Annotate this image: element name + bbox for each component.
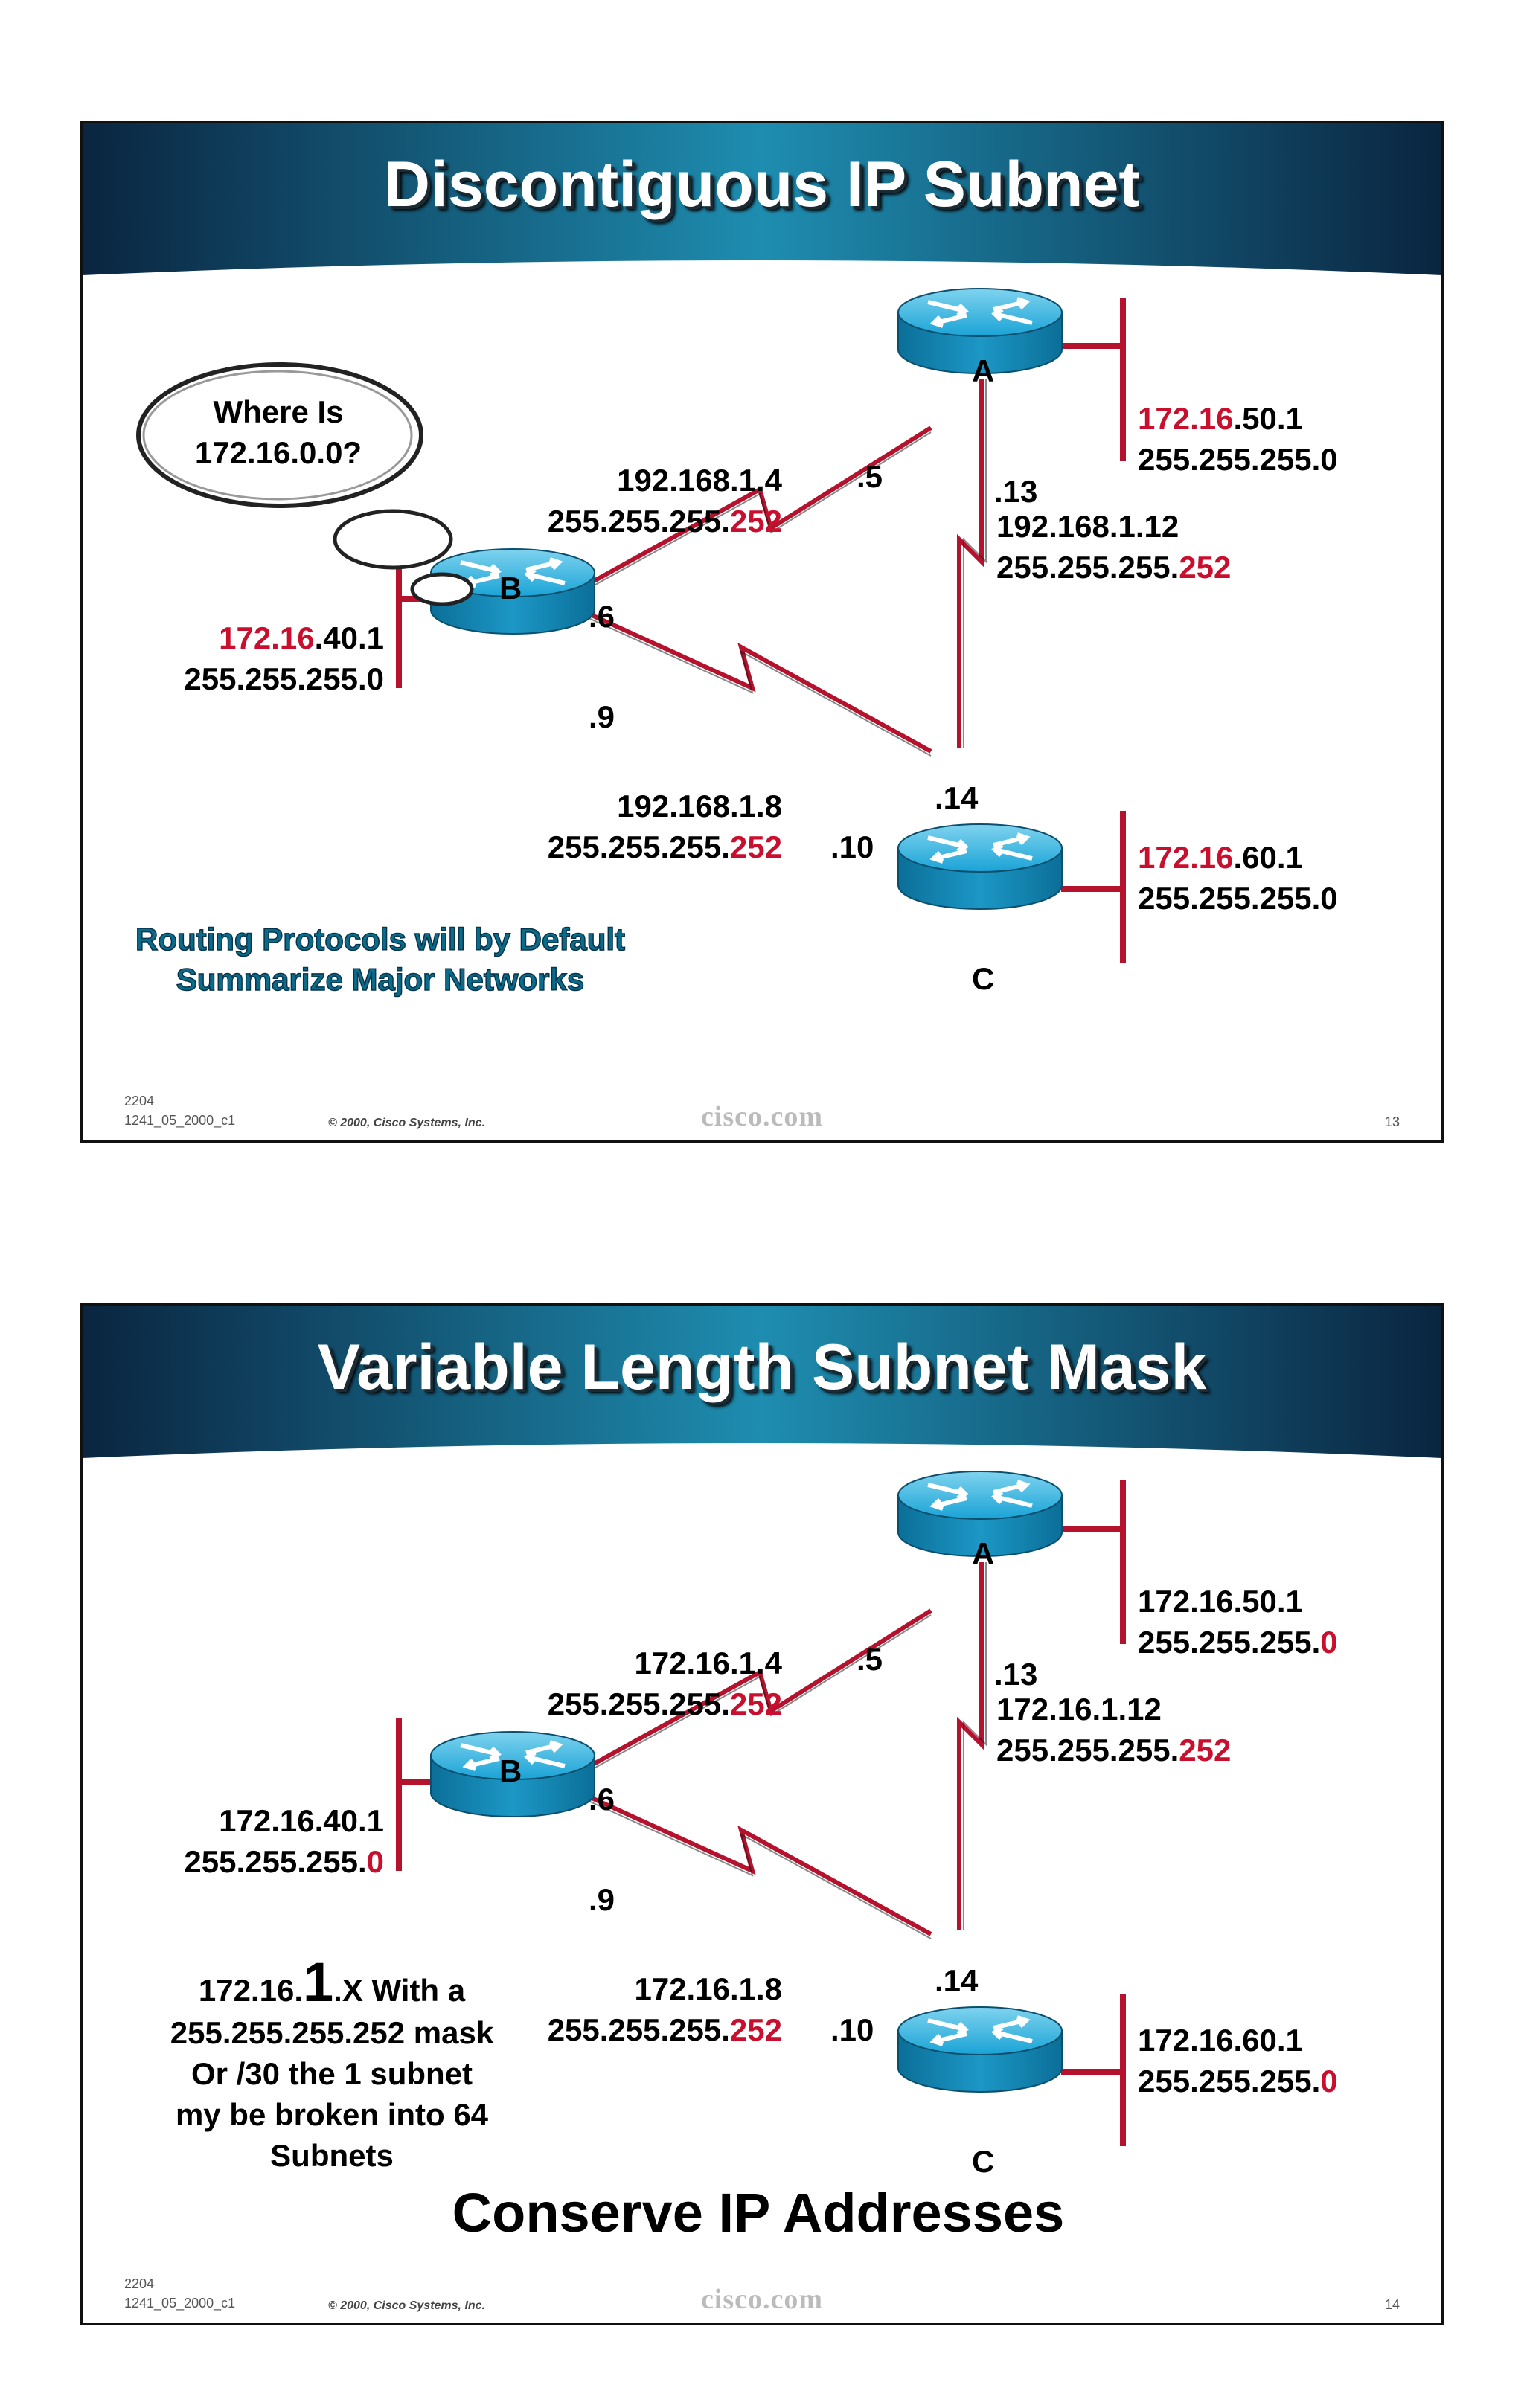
lan-b-mask: 255.255.255.0 xyxy=(184,1844,384,1879)
serial-link-icon-bc xyxy=(587,611,932,754)
link-bc-c-end: .10 xyxy=(830,829,874,864)
link-ab-b-end: .6 xyxy=(589,599,615,634)
router-icon-c xyxy=(898,2007,1062,2092)
lan-b-mask: 255.255.255.0 xyxy=(184,661,384,696)
footer-copyright: © 2000, Cisco Systems, Inc. xyxy=(328,1117,486,1129)
footer-code-1: 2204 xyxy=(124,2276,155,2291)
lan-b-ip: 172.16.40.1 xyxy=(219,1803,384,1838)
title-banner xyxy=(83,1306,1441,1458)
router-label-b: B xyxy=(499,571,522,606)
lan-segment-icon-b xyxy=(396,1718,432,1871)
footer-code-2: 1241_05_2000_c1 xyxy=(124,2296,236,2311)
router-label-c: C xyxy=(972,961,994,996)
footer-code: 2204 1241_05_2000_c1 xyxy=(124,1091,235,1130)
router-label-b: B xyxy=(499,1753,522,1788)
link-ab-mask: 255.255.255.252 xyxy=(548,1686,782,1721)
link-ac-c-end: .14 xyxy=(935,780,979,815)
vlsm-note-line-1: 172.16.1.X With a xyxy=(199,1951,466,2013)
serial-link-icon-ac xyxy=(957,1562,984,1930)
link-ac-ip: 172.16.1.12 xyxy=(996,1692,1162,1727)
link-bc-b-end: .9 xyxy=(589,1882,615,1917)
vlsm-note-line-3: Or /30 the 1 subnet xyxy=(191,2056,473,2091)
thought-bubble: Where Is 172.16.0.0? xyxy=(136,362,474,606)
lan-c-ip: 172.16.60.1 xyxy=(1138,840,1303,875)
network-diagram: A B C 172.16.50.1 255.255.255.0 172.16.4… xyxy=(170,1306,1338,2244)
serial-link-icon-ab xyxy=(587,426,932,586)
serial-link-icon-ab xyxy=(587,1608,932,1769)
link-ac-c-end: .14 xyxy=(935,1963,979,1998)
routing-note-line-2: Summarize Major Networks xyxy=(176,962,585,997)
link-ac-mask: 255.255.255.252 xyxy=(996,550,1231,585)
link-bc-b-end: .9 xyxy=(589,699,615,734)
lan-c-ip: 172.16.60.1 xyxy=(1138,2023,1303,2058)
page-number: 13 xyxy=(1384,1114,1400,1129)
page-title: Variable Length Subnet Mask xyxy=(317,1332,1207,1403)
link-ab-mask: 255.255.255.252 xyxy=(548,504,782,539)
router-label-a: A xyxy=(972,1536,994,1571)
footer-brand: cisco.com xyxy=(700,2284,824,2315)
router-label-c: C xyxy=(972,2144,994,2179)
lan-segment-icon-c xyxy=(1061,811,1126,963)
network-diagram: A B C Where Is 172.16.0.0? 172.16.50.1 2… xyxy=(135,123,1338,998)
routing-note-line-1: Routing Protocols will by Default xyxy=(135,922,625,957)
link-bc-c-end: .10 xyxy=(830,2012,874,2047)
page-number: 14 xyxy=(1384,2297,1400,2312)
link-ab-a-end: .5 xyxy=(857,1642,883,1677)
thought-line-1: Where Is xyxy=(213,394,343,429)
lan-a-mask: 255.255.255.0 xyxy=(1138,1625,1338,1660)
vlsm-note-line-2: 255.255.255.252 mask xyxy=(170,2015,494,2050)
link-bc-ip: 172.16.1.8 xyxy=(634,1971,782,2006)
lan-a-ip: 172.16.50.1 xyxy=(1138,401,1303,436)
title-banner xyxy=(83,123,1441,275)
vlsm-note-line-4: my be broken into 64 xyxy=(176,2097,489,2132)
vlsm-note-line-5: Subnets xyxy=(270,2138,394,2173)
serial-link-icon-bc xyxy=(587,1794,932,1936)
link-ac-mask: 255.255.255.252 xyxy=(996,1733,1231,1768)
footer-code-1: 2204 xyxy=(124,1094,155,1108)
footer-brand: cisco.com xyxy=(700,1101,824,1132)
link-ac-ip: 192.168.1.12 xyxy=(996,509,1179,544)
link-ab-a-end: .5 xyxy=(857,459,883,494)
link-bc-mask: 255.255.255.252 xyxy=(548,2012,782,2047)
link-bc-mask: 255.255.255.252 xyxy=(548,829,782,864)
lan-c-mask: 255.255.255.0 xyxy=(1138,881,1338,916)
footer-copyright: © 2000, Cisco Systems, Inc. xyxy=(328,2299,486,2312)
slide-vlsm: Variable Length Subnet Mask xyxy=(80,1303,1444,2325)
serial-link-icon-ac xyxy=(957,379,984,748)
link-ab-ip: 172.16.1.4 xyxy=(634,1646,782,1680)
lan-segment-icon-a xyxy=(1061,1480,1126,1644)
conserve-heading: Conserve IP Addresses xyxy=(452,2182,1065,2244)
lan-a-ip: 172.16.50.1 xyxy=(1138,1584,1303,1619)
link-ac-a-end: .13 xyxy=(994,1657,1037,1692)
lan-segment-icon-c xyxy=(1061,1994,1126,2146)
lan-b-ip: 172.16.40.1 xyxy=(219,620,384,655)
link-ab-b-end: .6 xyxy=(589,1782,615,1817)
lan-a-mask: 255.255.255.0 xyxy=(1138,442,1338,477)
lan-c-mask: 255.255.255.0 xyxy=(1138,2064,1338,2099)
link-ac-a-end-label: .13 xyxy=(994,474,1037,509)
footer-code: 2204 1241_05_2000_c1 xyxy=(124,2274,235,2313)
lan-segment-icon-a xyxy=(1061,298,1126,461)
link-ab-ip: 192.168.1.4 xyxy=(617,463,783,498)
slide-discontiguous-subnet: Discontiguous IP Subnet xyxy=(80,121,1444,1143)
footer-code-2: 1241_05_2000_c1 xyxy=(124,1113,236,1128)
page-title: Discontiguous IP Subnet xyxy=(383,149,1141,220)
link-bc-ip: 192.168.1.8 xyxy=(617,789,782,823)
thought-line-2: 172.16.0.0? xyxy=(195,435,362,470)
router-icon-c xyxy=(898,824,1062,909)
router-label-a: A xyxy=(972,353,994,388)
